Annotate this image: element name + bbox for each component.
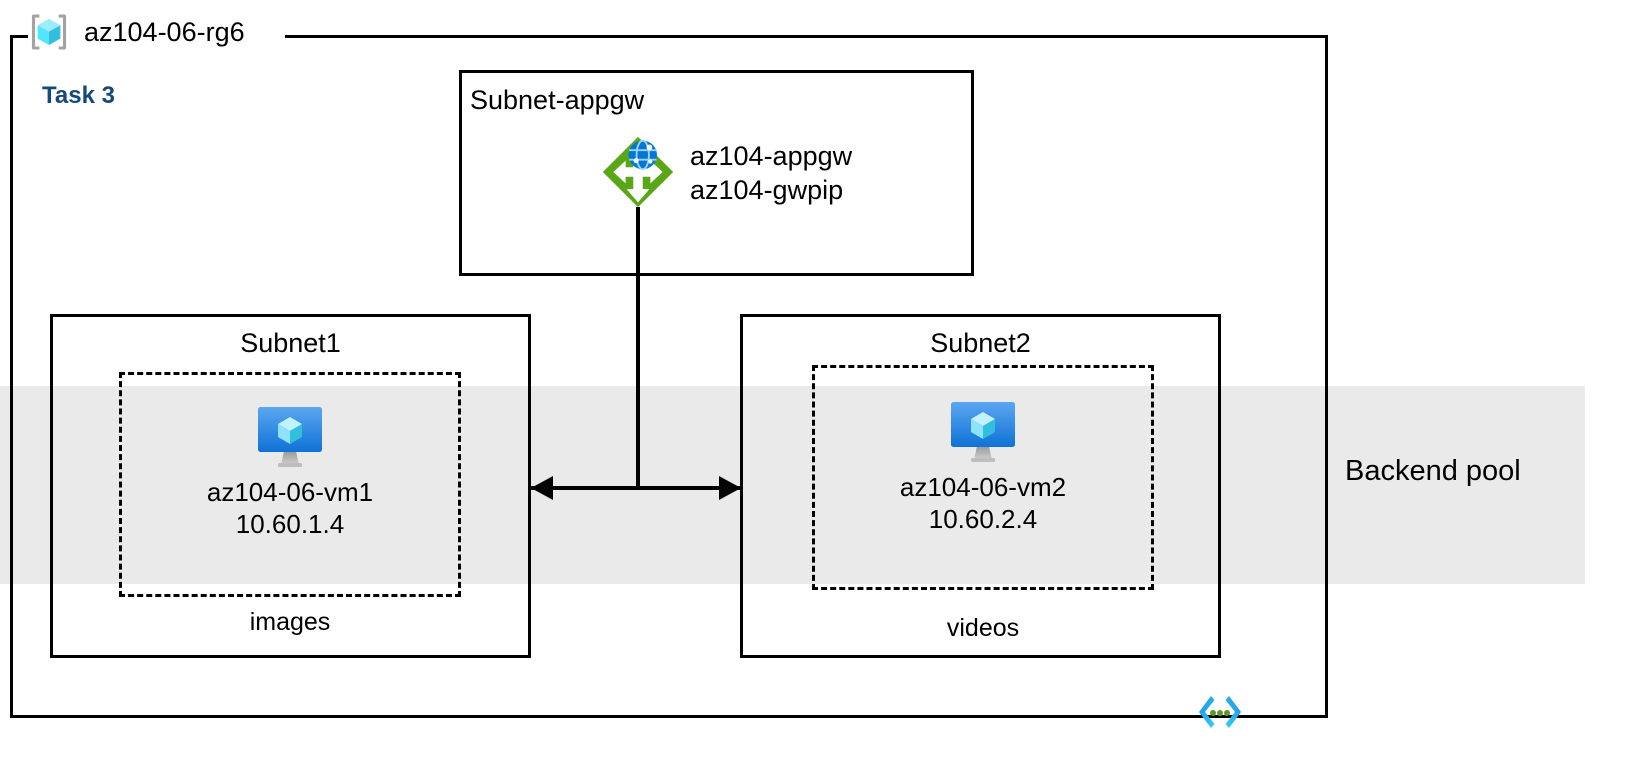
appgw-public-ip-name: az104-gwpip (690, 174, 844, 205)
resource-group-header: az104-06-rg6 (28, 4, 253, 60)
subnet1-sub-label: images (249, 608, 331, 636)
resource-group-border-top-left (10, 35, 32, 38)
vm1-name: az104-06-vm1 (206, 477, 374, 507)
vm2-ip: 10.60.2.4 (928, 503, 1038, 534)
code-template-icon (1199, 696, 1241, 728)
backend-pool-label: Backend pool (1345, 455, 1521, 487)
appgw-resource-name: az104-appgw (690, 141, 853, 171)
resource-group-cube-icon (31, 14, 67, 50)
resource-group-border-bottom (10, 715, 1328, 718)
connector-subnet1-subnet2 (531, 486, 741, 490)
application-gateway-icon (602, 136, 674, 208)
subnet1-vm-dashed-box (119, 372, 461, 597)
vm2-labels: az104-06-vm2 10.60.2.4 (900, 472, 1066, 535)
resource-group-border-right (1325, 35, 1328, 718)
subnet2-vm-dashed-box (812, 365, 1154, 590)
resource-group-border-left (10, 35, 13, 718)
vm2-block: az104-06-vm2 10.60.2.4 (853, 398, 1113, 535)
resource-group-border-top-right (285, 35, 1328, 38)
application-gateway-group: az104-appgw az104-gwpip (600, 134, 852, 210)
application-gateway-labels: az104-appgw az104-gwpip (690, 140, 852, 208)
subnet2-box (740, 314, 1221, 658)
vm1-ip: 10.60.1.4 (235, 508, 345, 539)
virtual-machine-icon (951, 402, 1015, 462)
subnet1-title: Subnet1 (240, 328, 341, 358)
arrowhead-right (719, 476, 741, 500)
subnet1-box (50, 314, 531, 658)
resource-group-name: az104-06-rg6 (84, 16, 245, 47)
vm2-name: az104-06-vm2 (899, 472, 1067, 502)
subnet-appgw-title: Subnet-appgw (470, 85, 645, 115)
vm1-labels: az104-06-vm1 10.60.1.4 (207, 477, 373, 540)
vm1-block: az104-06-vm1 10.60.1.4 (160, 403, 420, 540)
task-label: Task 3 (42, 82, 115, 109)
subnet2-title: Subnet2 (930, 328, 1031, 358)
virtual-machine-icon (258, 407, 322, 467)
subnet2-sub-label: videos (946, 614, 1020, 642)
arrowhead-left (531, 476, 553, 500)
connector-appgw-to-subnets (636, 207, 640, 490)
subnet-appgw-box (459, 70, 974, 276)
